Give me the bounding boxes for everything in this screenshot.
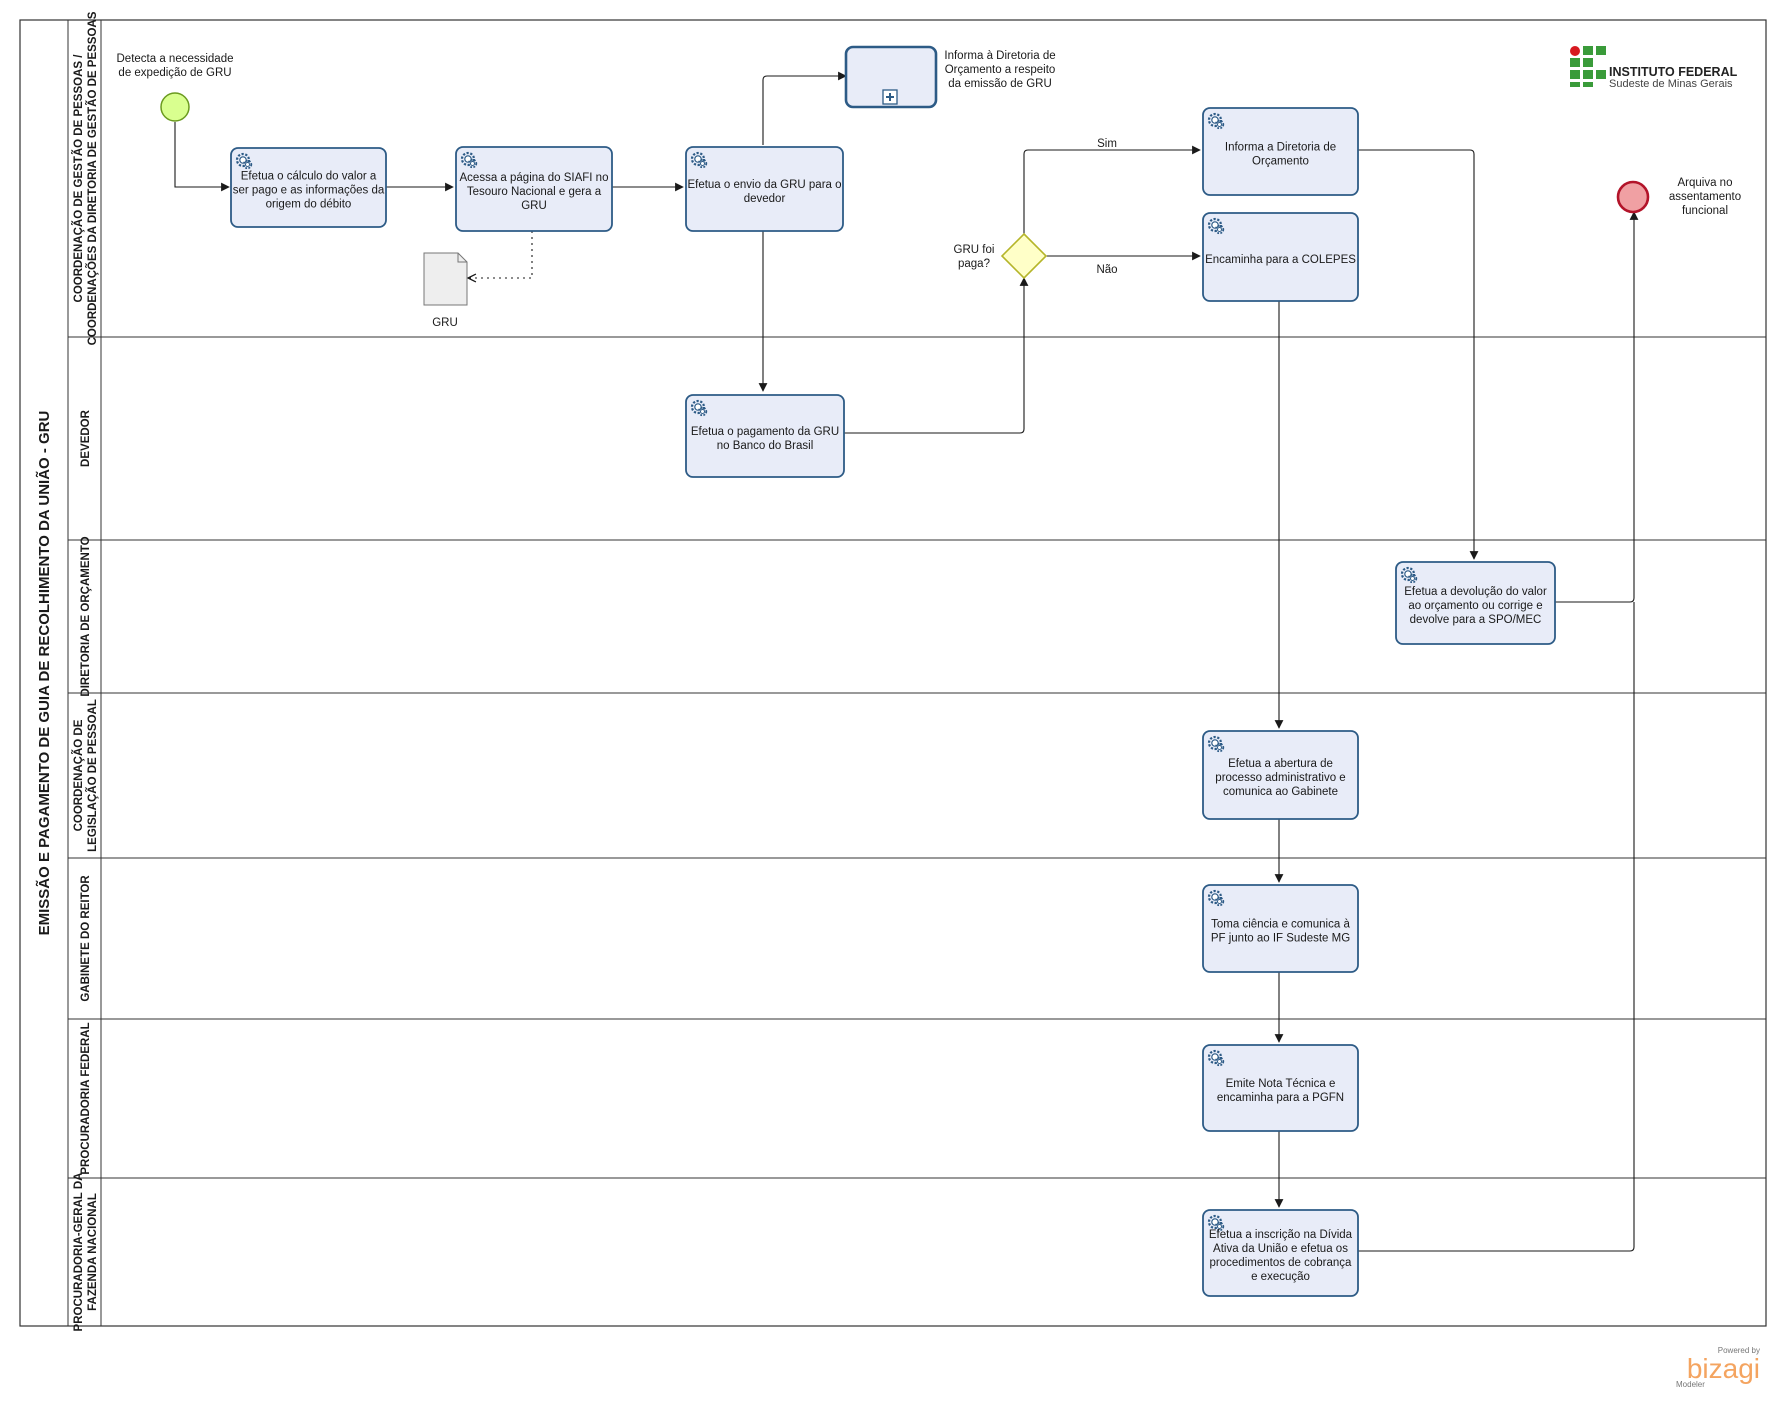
data-object-label: GRU [432, 317, 458, 329]
footer-powered: Powered by [1718, 1346, 1760, 1355]
lane-title: COORDENAÇÃO DE GESTÃO DE PESSOAS /COORDE… [72, 11, 99, 345]
lane-title: PROCURADORIA FEDERAL [80, 1022, 92, 1174]
pool: EMISSÃO E PAGAMENTO DE GUIA DE RECOLHIME… [19, 19, 1767, 1327]
logo-red-dot [1570, 46, 1580, 56]
end-event[interactable] [1616, 180, 1650, 214]
flow-gateway-yes [1023, 145, 1201, 234]
lane-cgp: COORDENAÇÃO DE GESTÃO DE PESSOAS /COORDE… [72, 11, 99, 345]
data-object-gru[interactable] [423, 252, 468, 306]
lane-procuradoria: PROCURADORIA FEDERAL [80, 1022, 92, 1174]
flow-label-no: Não [1096, 264, 1117, 276]
footer-brand: bizagi [1687, 1353, 1760, 1384]
task-label: Encaminha para a COLEPES [1205, 254, 1356, 266]
flow-t4-to-gateway [844, 277, 1029, 434]
start-event[interactable] [160, 92, 190, 122]
lane-title: DEVEDOR [80, 409, 92, 467]
exclusive-gateway[interactable] [1000, 232, 1048, 280]
logo-line2: Sudeste de Minas Gerais [1609, 78, 1733, 90]
pool-title: EMISSÃO E PAGAMENTO DE GUIA DE RECOLHIME… [35, 411, 53, 936]
lane-gabinete: GABINETE DO REITOR [80, 875, 92, 1002]
flow-start-to-t1 [174, 122, 230, 192]
lanes: COORDENAÇÃO DE GESTÃO DE PESSOAS /COORDE… [68, 11, 1766, 1331]
flow-label-yes: Sim [1097, 138, 1117, 150]
subprocess-box[interactable] [844, 45, 938, 109]
lane-orcamento: DIRETORIA DE ORÇAMENTO [80, 536, 92, 696]
task-t6[interactable]: Encaminha para a COLEPES [1202, 212, 1359, 302]
flow-t7-to-end [1555, 211, 1639, 603]
flow-t5-to-t7 [1358, 149, 1479, 560]
sequence-flows [174, 71, 1639, 1252]
bizagi-footer: Powered by bizagi Modeler [1676, 1346, 1760, 1389]
lane-title: GABINETE DO REITOR [80, 875, 92, 1002]
logo-green-blocks [1570, 46, 1606, 87]
logo-line1: INSTITUTO FEDERAL [1609, 65, 1738, 79]
lane-devedor: DEVEDOR [80, 409, 92, 467]
lane-title: DIRETORIA DE ORÇAMENTO [80, 536, 92, 696]
flow-t11-to-end [1358, 602, 1635, 1252]
flow-t3-to-subprocess [762, 71, 847, 145]
footer-product: Modeler [1676, 1380, 1705, 1389]
institute-logo: INSTITUTO FEDERAL Sudeste de Minas Gerai… [1570, 46, 1738, 90]
